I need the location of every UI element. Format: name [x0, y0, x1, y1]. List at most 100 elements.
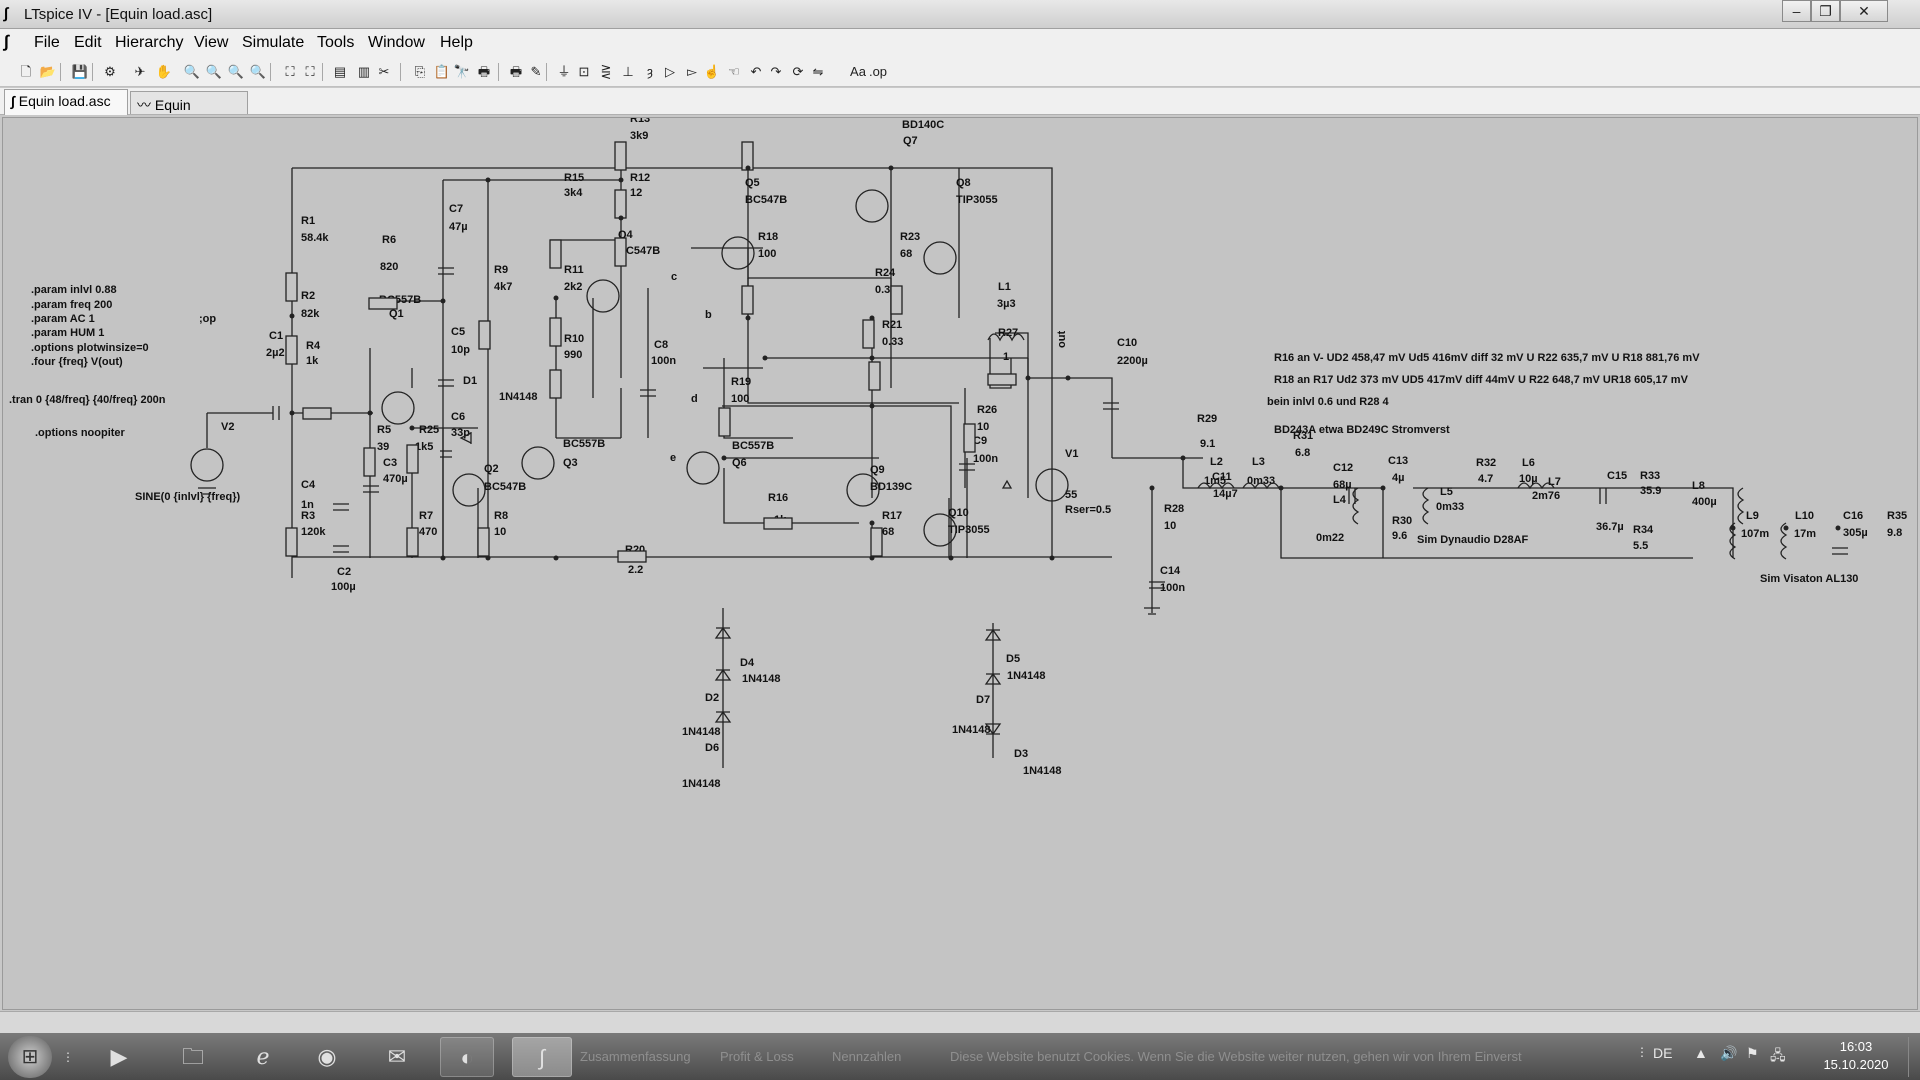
inductor-icon[interactable]: ȝ [647, 64, 653, 79]
menu-edit[interactable]: Edit [74, 34, 102, 51]
component-value-c5: 10p [451, 344, 470, 356]
new-schematic-icon[interactable]: 🗋 [20, 64, 32, 79]
diode-icon[interactable]: ▷ [665, 64, 675, 79]
component-value-r35: 9.8 [1887, 527, 1902, 539]
menu-help[interactable]: Help [440, 34, 473, 51]
menu-tools[interactable]: Tools [317, 34, 355, 51]
component-icon[interactable]: ▻ [687, 64, 697, 79]
menu-window[interactable]: Window [368, 34, 425, 51]
cut-icon[interactable]: ✂ [378, 64, 390, 79]
component-ref-r30: R30 [1392, 515, 1412, 527]
tab-equin-load-asc[interactable]: ∫ Equin load.asc [4, 89, 128, 115]
cascade-icon[interactable]: ▥ [357, 64, 371, 79]
drag-icon[interactable]: ☜ [728, 64, 740, 79]
file-explorer-icon[interactable]: 🗀 [181, 1044, 204, 1069]
component-ref-l3: L3 [1252, 456, 1265, 468]
close-button[interactable]: ✕ [1840, 0, 1888, 22]
zoom-in-icon[interactable]: 🔍 [183, 64, 201, 79]
rotate-icon[interactable]: ⟳ [792, 64, 804, 79]
menu-file[interactable]: File [34, 34, 60, 51]
component-ref-l10: L10 [1795, 510, 1814, 522]
zoom-fit-icon[interactable]: 🔍 [249, 64, 267, 79]
redo-icon[interactable]: ↷ [770, 64, 782, 79]
toolbar: 🗋 📂 💾 ⚙ ✈ ✋ 🔍 🔍 🔍 🔍 ⛶ ⛶ ▤ ▥ ✂ ⎘ 📋🔭 🖶 🖶 ✎ ⏚ ⊡ ⋛ ⊥ ȝ ▷ ▻ ☝ ☜ ↶ ↷ ⟳ ⇋ Aa.op [0, 57, 1920, 87]
move-icon[interactable]: ☝ [703, 64, 721, 79]
action-center-icon[interactable]: ⚑ [1746, 1045, 1759, 1061]
find-icon[interactable]: 🔭 [453, 64, 471, 79]
resistor-icon[interactable]: ⋛ [600, 64, 612, 79]
show-desktop-button[interactable] [1908, 1037, 1918, 1077]
component-value-r21: 0.33 [882, 336, 903, 348]
ltspice-taskbar-icon[interactable]: ∫ [512, 1037, 572, 1077]
wire-icon[interactable]: ✎ [530, 64, 542, 79]
toolbar-separator [322, 63, 323, 81]
volume-icon[interactable]: 🔊 [1720, 1045, 1738, 1061]
component-ref-l4: L4 [1333, 494, 1347, 506]
component-ref-r10: R10 [564, 333, 584, 345]
component-ref-q6: Q6 [732, 457, 747, 469]
tile-vertical-icon[interactable]: ⛶ [305, 64, 315, 79]
open-icon[interactable]: 📂 [39, 64, 57, 79]
label-net-icon[interactable]: ⊡ [578, 64, 590, 79]
minimize-button[interactable]: – [1782, 0, 1811, 22]
component-value-q5: BC547B [745, 194, 787, 206]
run-icon[interactable]: ✈ [134, 64, 146, 79]
component-value-c8: 100n [651, 355, 676, 367]
maximize-button[interactable]: ❐ [1811, 0, 1840, 22]
spice-directives[interactable]: .param inlvl 0.88.param freq 200.param A… [9, 284, 216, 439]
app-icon[interactable]: ◐ [440, 1037, 494, 1077]
mail-icon[interactable]: ✉ [387, 1044, 407, 1069]
text-icon[interactable]: Aa [850, 64, 866, 79]
internet-explorer-icon[interactable]: ℯ [256, 1044, 270, 1069]
component-ref-r21: R21 [882, 319, 902, 331]
component-value-r4: 1k [306, 355, 319, 367]
component-ref-q2: Q2 [484, 463, 499, 475]
language-indicator[interactable]: DE [1653, 1045, 1673, 1061]
component-ref-r32: R32 [1476, 457, 1496, 469]
autorange-icon[interactable]: ⛶ [285, 64, 295, 79]
zoom-out-icon[interactable]: 🔍 [227, 64, 245, 79]
component-ref-r28: R28 [1164, 503, 1184, 515]
spice-directive: .tran 0 {48/freq} {40/freq} 200n [9, 394, 166, 406]
control-panel-icon[interactable]: ⚙ [104, 64, 116, 79]
component-value-q2: BC547B [484, 481, 526, 493]
tab-equin-load-raw[interactable]: 〰 Equin load.raw [130, 91, 248, 131]
clock[interactable]: 16:03 15.10.2020 [1808, 1038, 1904, 1074]
network-icon[interactable]: 🖧 [1770, 1047, 1786, 1063]
print-icon[interactable]: 🖶 [477, 64, 491, 79]
document-icon[interactable]: ∫ [4, 32, 9, 51]
title-bar: ∫ LTspice IV - [Equin load.asc] – ❐ ✕ [0, 0, 1920, 29]
undo-icon[interactable]: ↶ [750, 64, 762, 79]
media-player-icon[interactable]: ▶ [110, 1044, 128, 1069]
save-icon[interactable]: 💾 [71, 64, 89, 79]
start-button[interactable]: ⊞ [8, 1036, 52, 1078]
component-ref-c9: C9 [973, 435, 987, 447]
component-value-r20: 2.2 [628, 564, 643, 576]
show-hidden-icons-icon[interactable]: ▲ [1694, 1045, 1708, 1061]
component-value-c14: 100n [1160, 582, 1185, 594]
resistor-symbols [285, 141, 1017, 563]
print-preview-icon[interactable]: 🖶 [509, 64, 523, 79]
copy-icon[interactable]: ⎘ [414, 64, 426, 79]
component-value-c7: 47µ [449, 221, 468, 233]
component-value-q8: TIP3055 [956, 194, 998, 206]
paste-icon[interactable]: 📋 [433, 64, 451, 79]
tile-horizontal-icon[interactable]: ▤ [333, 64, 347, 79]
menu-simulate[interactable]: Simulate [242, 34, 305, 51]
component-value-r2: 82k [301, 308, 320, 320]
component-ref-c15: C15 [1607, 470, 1627, 482]
ground-icon[interactable]: ⏚ [557, 64, 571, 79]
mirror-icon[interactable]: ⇋ [812, 64, 824, 79]
halt-icon[interactable]: ✋ [155, 64, 173, 79]
menu-view[interactable]: View [194, 34, 229, 51]
component-value-d5: 1N4148 [1007, 670, 1046, 682]
browser-icon[interactable]: ◉ [317, 1044, 337, 1069]
menu-hierarchy[interactable]: Hierarchy [115, 34, 184, 51]
capacitor-icon[interactable]: ⊥ [622, 64, 634, 79]
schematic-canvas[interactable]: R14470R221kR133k9R153k4R1212R158.4kR6820… [2, 117, 1918, 1010]
wires [206, 167, 1734, 768]
zoom-pan-icon[interactable]: 🔍 [205, 64, 223, 79]
spice-directive-icon[interactable]: .op [868, 64, 888, 79]
component-ref-r25: R25 [419, 424, 439, 436]
